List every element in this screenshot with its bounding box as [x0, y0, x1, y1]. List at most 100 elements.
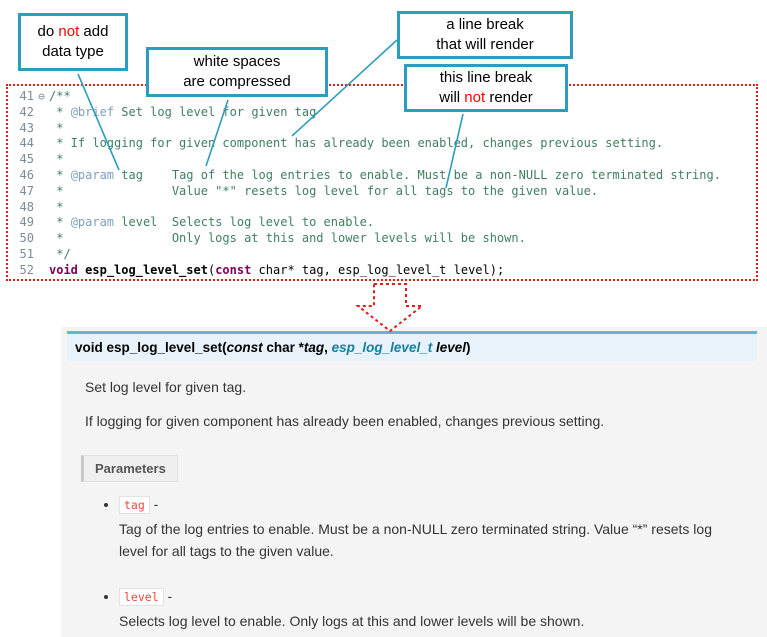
- text-segment: *: [49, 215, 71, 230]
- code-text: *: [49, 121, 63, 137]
- fold-gutter: [34, 231, 49, 247]
- line-number: 47: [19, 183, 34, 198]
- fold-gutter: [34, 105, 49, 121]
- text-segment: *: [49, 120, 64, 135]
- code-text: * @param level Selects log level to enab…: [49, 215, 374, 231]
- text-segment: tag Tag of the log entries to enable. Mu…: [114, 167, 721, 182]
- code-line: 46 * @param tag Tag of the log entries t…: [10, 168, 756, 184]
- flow-down-arrow-icon: [355, 283, 425, 333]
- code-line: 45 *: [10, 152, 756, 168]
- text-segment: const: [215, 262, 252, 277]
- parameter-head: level -: [119, 588, 757, 607]
- callout-text: a line break that will render: [436, 15, 534, 56]
- text-segment: *: [49, 152, 64, 167]
- text-segment: not: [58, 22, 80, 40]
- text-segment: level Selects log level to enable.: [114, 215, 375, 230]
- text-segment: white spaces are compressed: [183, 52, 291, 90]
- text-segment: a line break that will render: [436, 15, 534, 53]
- line-number: 49: [19, 215, 34, 230]
- text-segment: esp_log_level_set: [85, 262, 208, 277]
- text-segment: tag: [303, 340, 325, 355]
- text-segment: ): [466, 340, 471, 355]
- line-number: 44: [19, 136, 34, 151]
- code-line: 43 *: [10, 121, 756, 137]
- code-line: 44 * If logging for given component has …: [10, 136, 756, 152]
- text-segment: @param: [70, 215, 115, 230]
- parameters-label: Parameters: [81, 455, 178, 482]
- text-segment: level: [435, 340, 467, 355]
- code-line: 51 */: [10, 247, 756, 263]
- line-number: 41: [19, 89, 34, 103]
- code-line: 47 * Value "*" resets log level for all …: [10, 184, 756, 200]
- code-text: /**: [49, 89, 71, 105]
- callout-white-spaces-compressed: white spaces are compressed: [146, 47, 328, 97]
- text-segment: const: [226, 340, 263, 355]
- text-segment: ,: [324, 340, 332, 355]
- parameter-description: Selects log level to enable. Only logs a…: [119, 613, 585, 630]
- text-segment: @brief: [70, 104, 115, 119]
- parameter-separator: -: [149, 496, 159, 512]
- parameter-head: tag -: [119, 496, 757, 514]
- line-number: 43: [19, 120, 34, 135]
- code-text: * Only logs at this and lower levels wil…: [49, 231, 526, 247]
- text-segment: * If logging for given component has alr…: [49, 136, 664, 151]
- text-segment: do: [37, 22, 59, 40]
- fold-gutter: [34, 215, 49, 231]
- code-lines: 41 ⊖ /** 42 * @brief Set log level for give…: [10, 89, 756, 279]
- line-number: 51: [19, 246, 34, 261]
- code-text: *: [49, 200, 63, 216]
- text-segment: * Value "*" resets log level for all tag…: [49, 183, 599, 198]
- line-number: 42: [19, 104, 34, 119]
- text-segment: */: [49, 246, 71, 261]
- fold-gutter: [34, 136, 49, 152]
- callout-line-break-not-render: this line break will not render: [404, 64, 568, 112]
- text-segment: char* tag, esp_log_level_t level);: [251, 262, 505, 277]
- code-text: void esp_log_level_set(const char* tag, …: [49, 263, 504, 279]
- text-segment: *: [49, 104, 71, 119]
- text-segment: add data type: [42, 22, 109, 60]
- fold-gutter: [34, 121, 49, 137]
- fold-gutter: [34, 263, 49, 279]
- text-segment: void: [49, 262, 78, 277]
- fold-gutter: [34, 200, 49, 216]
- parameter-separator: -: [163, 588, 173, 605]
- code-text: * If logging for given component has alr…: [49, 136, 663, 152]
- fold-gutter: [34, 247, 49, 263]
- doc-brief: Set log level for given tag.: [85, 379, 247, 395]
- parameters-list: tag - Tag of the log entries to enable. M…: [99, 496, 757, 633]
- parameter-name-chip: tag: [119, 496, 150, 514]
- parameter-description: Tag of the log entries to enable. Must b…: [119, 521, 712, 559]
- text-segment: void: [75, 340, 107, 355]
- callout-line-break-renders: a line break that will render: [397, 11, 573, 59]
- parameter-name-chip: level: [119, 588, 164, 607]
- text-segment: Set log level for given tag: [114, 104, 317, 119]
- code-editor-snippet: 41 ⊖ /** 42 * @brief Set log level for give…: [6, 84, 758, 281]
- text-segment: * Only logs at this and lower levels wil…: [49, 231, 526, 246]
- fold-gutter: [34, 184, 49, 200]
- text-segment: *: [49, 167, 71, 182]
- text-segment: esp_log_level_set: [106, 340, 223, 355]
- fold-gutter: [34, 168, 49, 184]
- text-segment: (: [222, 340, 227, 355]
- code-text: * @brief Set log level for given tag: [49, 105, 316, 121]
- text-segment: @param: [70, 167, 115, 182]
- callout-text: this line break will not render: [439, 68, 532, 109]
- text-segment: render: [485, 89, 533, 106]
- fold-marker-icon[interactable]: ⊖: [38, 90, 45, 103]
- text-segment: this line break will: [439, 68, 533, 106]
- code-text: * Value "*" resets log level for all tag…: [49, 184, 598, 200]
- text-segment: char *: [262, 340, 304, 355]
- type-link[interactable]: esp_log_level_t: [331, 340, 433, 355]
- code-text: *: [49, 152, 63, 168]
- callout-text: do not add data type: [38, 22, 109, 63]
- callout-text: white spaces are compressed: [183, 52, 291, 93]
- parameter-item: tag - Tag of the log entries to enable. M…: [119, 496, 757, 562]
- line-number: 48: [19, 199, 34, 214]
- doc-body: Set log level for given tag. If logging …: [67, 379, 757, 633]
- text-segment: *: [49, 199, 64, 214]
- function-signature: void esp_log_level_set(const char *tag, …: [67, 331, 757, 361]
- rendered-doc: void esp_log_level_set(const char *tag, …: [61, 327, 767, 637]
- line-number: 46: [19, 167, 34, 182]
